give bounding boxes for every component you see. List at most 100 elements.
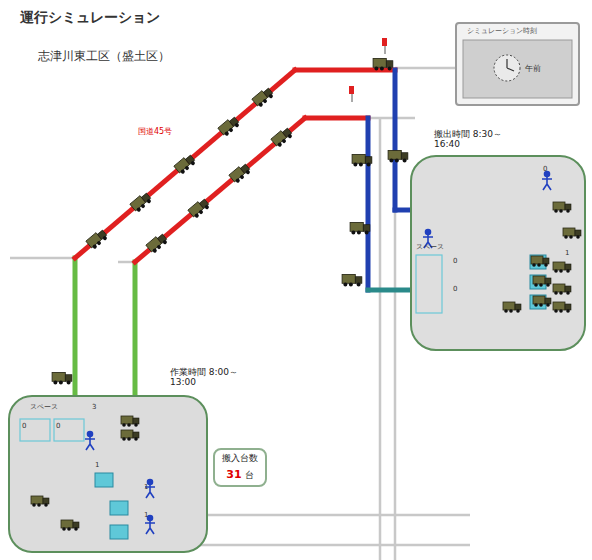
truck-icon (252, 86, 275, 108)
yard-heading: 作業時間 8:00～13:00 (170, 367, 250, 388)
unloading-yard: 搬出時間 8:30～16:40 (410, 155, 586, 351)
clock-panel (463, 40, 572, 98)
truck-wheel (566, 309, 570, 313)
truck-wheel (554, 209, 558, 213)
truck-icon (31, 496, 49, 507)
worker-icon (85, 432, 95, 451)
truck-wheel (228, 127, 234, 133)
truck-wheel (559, 291, 563, 295)
truck-wheel (122, 423, 126, 427)
count-label: スペース (30, 404, 58, 412)
truck-wheel (539, 303, 543, 307)
count-label: 0 (453, 286, 457, 294)
space-slot (20, 419, 50, 441)
truck-wheel (146, 198, 152, 204)
road-segment (73, 258, 78, 395)
truck-wheel (357, 282, 361, 286)
truck-body (31, 496, 43, 504)
count-label: 1 (565, 250, 569, 258)
count-caption: 搬入台数 (222, 453, 258, 463)
truck-wheel (140, 203, 146, 209)
yard-heading: 搬出時間 8:30～16:40 (434, 129, 514, 150)
truck-cab (43, 498, 49, 504)
truck-wheel (67, 527, 71, 531)
truck-wheel (559, 269, 563, 273)
truck-icon (121, 430, 139, 441)
truck-body (350, 223, 363, 232)
truck-wheel (351, 230, 355, 234)
truck-wheel (59, 380, 63, 384)
truck-body (121, 430, 133, 438)
truck-wheel (544, 263, 548, 267)
truck-wheel (194, 213, 200, 219)
truck-cab (543, 258, 549, 264)
truck-body (553, 284, 565, 292)
loading-yard: 作業時間 8:00～13:00 (8, 395, 208, 553)
truck-wheel (258, 102, 264, 108)
truck-wheel (554, 291, 558, 295)
road-segment (75, 70, 295, 258)
truck-icon (342, 275, 362, 287)
truck-wheel (509, 309, 513, 313)
truck-cab (355, 277, 362, 284)
truck-wheel (566, 291, 570, 295)
yard-picture (412, 157, 584, 349)
truck-wheel (559, 309, 563, 313)
worker-body (542, 177, 552, 190)
truck-body (503, 302, 515, 310)
road-route (135, 118, 410, 395)
space-slot (54, 419, 84, 441)
truck-cab (565, 304, 571, 310)
truck-icon (188, 197, 211, 219)
truck-wheel (564, 235, 568, 239)
truck-body (553, 202, 565, 210)
truck-wheel (576, 235, 580, 239)
truck-wheel (96, 240, 102, 246)
signal-flag (349, 86, 354, 102)
truck-cab (401, 153, 408, 160)
truck-cab (545, 298, 551, 304)
truck-wheel (353, 162, 357, 166)
truck-wheel (281, 138, 287, 144)
truck-icon (533, 296, 551, 307)
truck-cab (565, 264, 571, 270)
truck-wheel (44, 503, 48, 507)
side-road (200, 514, 470, 517)
truck-wheel (152, 248, 158, 254)
truck-wheel (395, 158, 399, 162)
truck-wheel (559, 209, 563, 213)
truck-wheel (349, 282, 353, 286)
truck-cab (133, 432, 139, 438)
yard-picture (10, 397, 206, 551)
truck-body (531, 256, 543, 264)
truck-wheel (37, 503, 41, 507)
count-label: 0 (22, 423, 26, 431)
truck-body (553, 302, 565, 310)
truck-wheel (569, 235, 573, 239)
flag-cloth (349, 86, 354, 94)
side-road (379, 118, 382, 560)
worker-body (145, 521, 155, 534)
clock-picture (457, 24, 578, 104)
truck-cab (545, 278, 551, 284)
clock-caption: シミュレーション時刻 (467, 27, 537, 35)
truck-icon (373, 59, 393, 71)
truck-icon (218, 115, 241, 137)
truck-wheel (504, 309, 508, 313)
road-name: 国道45号 (138, 128, 172, 137)
truck-wheel (566, 209, 570, 213)
truck-wheel (235, 178, 241, 184)
road-segment (135, 118, 305, 262)
truck-icon (352, 155, 372, 167)
truck-body (352, 155, 365, 164)
count-label: 0 (453, 258, 457, 266)
worker-body (145, 485, 155, 498)
clock-box: シミュレーション時刻午前 (455, 22, 580, 106)
count-unit: 台 (245, 470, 254, 480)
truck-wheel (388, 66, 392, 70)
signal-flag (382, 38, 387, 54)
truck-icon (553, 302, 571, 313)
truck-body (563, 228, 575, 236)
truck-wheel (374, 66, 378, 70)
